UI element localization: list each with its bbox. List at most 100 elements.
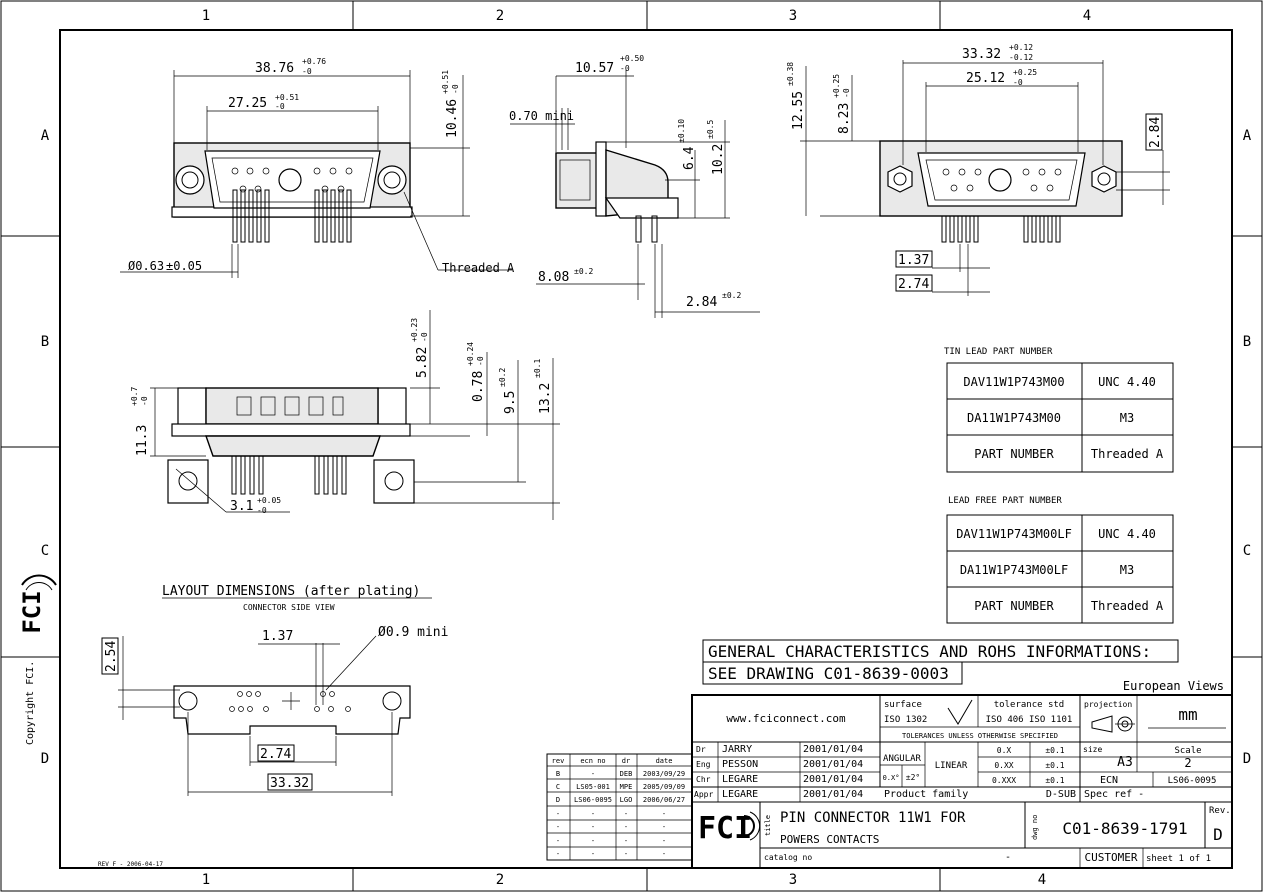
title-block-text: www.fciconnect.com surface ISO 1302 tole… bbox=[694, 699, 1231, 864]
dim-11-3: 11.3 bbox=[135, 425, 150, 456]
front-power-contact bbox=[278, 168, 302, 192]
front-shell-inner bbox=[211, 157, 374, 203]
dim-11-3-group: 11.3 +0.7 -0 bbox=[130, 387, 150, 456]
layout-dim-2-54-group: 2.54 bbox=[104, 641, 119, 672]
approver-date: 2001/01/04 bbox=[803, 789, 863, 800]
dim-12-55-tol: ±0.38 bbox=[786, 62, 795, 86]
dim-9-5-tol: ±0.2 bbox=[498, 368, 507, 387]
rear-shell-inner bbox=[925, 159, 1078, 201]
size-value: A3 bbox=[1117, 755, 1133, 770]
dim-27-25-tol-top: +0.51 bbox=[275, 93, 299, 102]
size-label: size bbox=[1083, 745, 1102, 754]
dim-8-23-tol-bot: -0 bbox=[842, 88, 851, 98]
dim-10-46-tol-top: +0.51 bbox=[441, 70, 450, 94]
dim-2-74-rear: 2.74 bbox=[898, 277, 929, 292]
row-label-left-d: D bbox=[41, 751, 49, 767]
col-label-bottom-1: 1 bbox=[202, 872, 210, 888]
dim-9-5: 9.5 bbox=[503, 391, 518, 414]
projection-label: projection bbox=[1084, 700, 1132, 709]
bottom-bracket-left bbox=[167, 459, 209, 504]
rev-row-7-rev: - bbox=[556, 850, 560, 858]
lf-row-1-part: DAV11W1P743M00LF bbox=[956, 527, 1072, 541]
rear-hex-nut-right bbox=[1091, 165, 1117, 193]
svg-text:FCI: FCI bbox=[698, 811, 752, 846]
layout-subtitle: CONNECTOR SIDE VIEW bbox=[243, 603, 335, 612]
layout-title: LAYOUT DIMENSIONS (after plating) bbox=[162, 584, 420, 599]
side-view bbox=[510, 70, 760, 318]
rev-row-4-date: - bbox=[662, 810, 666, 818]
tin-row-2-thread: M3 bbox=[1120, 411, 1134, 425]
approver-role: Appr bbox=[694, 790, 713, 799]
ecn-value: LS06-0095 bbox=[1168, 776, 1217, 786]
checker-name: LEGARE bbox=[722, 774, 758, 785]
product-family-value: D-SUB bbox=[1046, 789, 1076, 800]
bottom-bracket-right-hole bbox=[384, 471, 404, 491]
rev-row-6-ecn: - bbox=[591, 837, 595, 845]
row-label-left-b: B bbox=[41, 334, 49, 350]
rev-row-5-rev: - bbox=[556, 823, 560, 831]
dim-pin-dia: Ø0.63 bbox=[128, 259, 164, 273]
dim-1-37-rear-box bbox=[895, 250, 933, 268]
dim-2-84-rear: 2.84 bbox=[1148, 117, 1163, 148]
dim-13-2-tol: ±0.1 bbox=[533, 359, 542, 378]
rev-row-4-rev: - bbox=[556, 810, 560, 818]
lf-header-thread: Threaded A bbox=[1091, 599, 1164, 613]
bottom-bracket-left-hole bbox=[178, 471, 198, 491]
dim-10-57: 10.57 bbox=[575, 61, 614, 76]
dim-25-12-tol-top: +0.25 bbox=[1013, 68, 1037, 77]
tin-header-part: PART NUMBER bbox=[974, 447, 1054, 461]
dim-25-12: 25.12 bbox=[966, 71, 1005, 86]
dim-10-57-tol-top: +0.50 bbox=[620, 54, 644, 63]
dim-0-78-group: 0.78 +0.24 -0 bbox=[466, 342, 486, 402]
approver-name: LEGARE bbox=[722, 789, 758, 800]
grid-labels: 1 2 3 4 1 2 3 4 A B C D A B C D bbox=[41, 8, 1252, 888]
col-label-bottom-3: 3 bbox=[789, 872, 797, 888]
dim-9-5-group: 9.5 ±0.2 bbox=[498, 368, 518, 414]
front-view bbox=[120, 70, 512, 278]
layout-dimensions-view: LAYOUT DIMENSIONS (after plating) CONNEC… bbox=[118, 584, 432, 796]
col-label-top-1: 1 bbox=[202, 8, 210, 24]
front-mount-hole-left bbox=[175, 165, 205, 195]
rear-pin-legs bbox=[941, 215, 1061, 243]
dim-0-78-tol-bot: -0 bbox=[476, 356, 485, 366]
projection-symbol-icon bbox=[1091, 715, 1135, 733]
col-label-top-2: 2 bbox=[496, 8, 504, 24]
rev-row-6-rev: - bbox=[556, 837, 560, 845]
dim-38-76-tol-bot: -0 bbox=[302, 67, 312, 76]
bottom-flange bbox=[171, 423, 411, 437]
rev-row-6-date: - bbox=[662, 837, 666, 845]
dim-6-4: 6.4 bbox=[682, 146, 697, 170]
front-mount-hole-right bbox=[377, 165, 407, 195]
rev-row-7-date: - bbox=[662, 850, 666, 858]
front-pin-legs bbox=[232, 189, 352, 243]
catalog-label: catalog no bbox=[764, 853, 812, 862]
rev-row-2-rev: C bbox=[556, 783, 560, 791]
layout-dim-2-54: 2.54 bbox=[104, 641, 119, 672]
rev-row-5-date: - bbox=[662, 823, 666, 831]
dim-12-55-group: 12.55 ±0.38 bbox=[786, 62, 806, 130]
dim-33-32: 33.32 bbox=[962, 47, 1001, 62]
rev-row-2-ecn: LS05-001 bbox=[576, 783, 610, 791]
dim-10-46-group: 10.46 +0.51 -0 bbox=[441, 70, 460, 138]
bottom-bracket-right bbox=[373, 459, 415, 504]
tolerance-label: tolerance std bbox=[994, 700, 1064, 710]
dim-2-84-rear-group: 2.84 bbox=[1148, 117, 1163, 148]
rear-pins bbox=[942, 168, 1062, 192]
rev-row-4-dr: - bbox=[624, 810, 628, 818]
scale-label: Scale bbox=[1174, 746, 1201, 756]
layout-mount-hole-left bbox=[178, 691, 198, 711]
rev-row-4-ecn: - bbox=[591, 810, 595, 818]
rear-hex-nut-left-hole bbox=[893, 172, 907, 186]
row-label-right-b: B bbox=[1243, 334, 1251, 350]
side-flange bbox=[595, 141, 607, 217]
general-characteristics: GENERAL CHARACTERISTICS AND ROHS INFORMA… bbox=[702, 639, 1179, 685]
drawing-number: C01-8639-1791 bbox=[1062, 819, 1187, 838]
rear-view-dims-text: 33.32 +0.12 -0.12 25.12 +0.25 -0 12.55 ±… bbox=[786, 43, 1163, 292]
checker-date: 2001/01/04 bbox=[803, 774, 863, 785]
rev-row-7-dr: - bbox=[624, 850, 628, 858]
drawing-title-line-1: PIN CONNECTOR 11W1 FOR bbox=[780, 810, 966, 826]
col-label-bottom-4: 4 bbox=[1038, 872, 1046, 888]
front-mount-hole-left-inner bbox=[181, 171, 199, 189]
fci-logo-arc-outer-icon bbox=[749, 811, 761, 841]
